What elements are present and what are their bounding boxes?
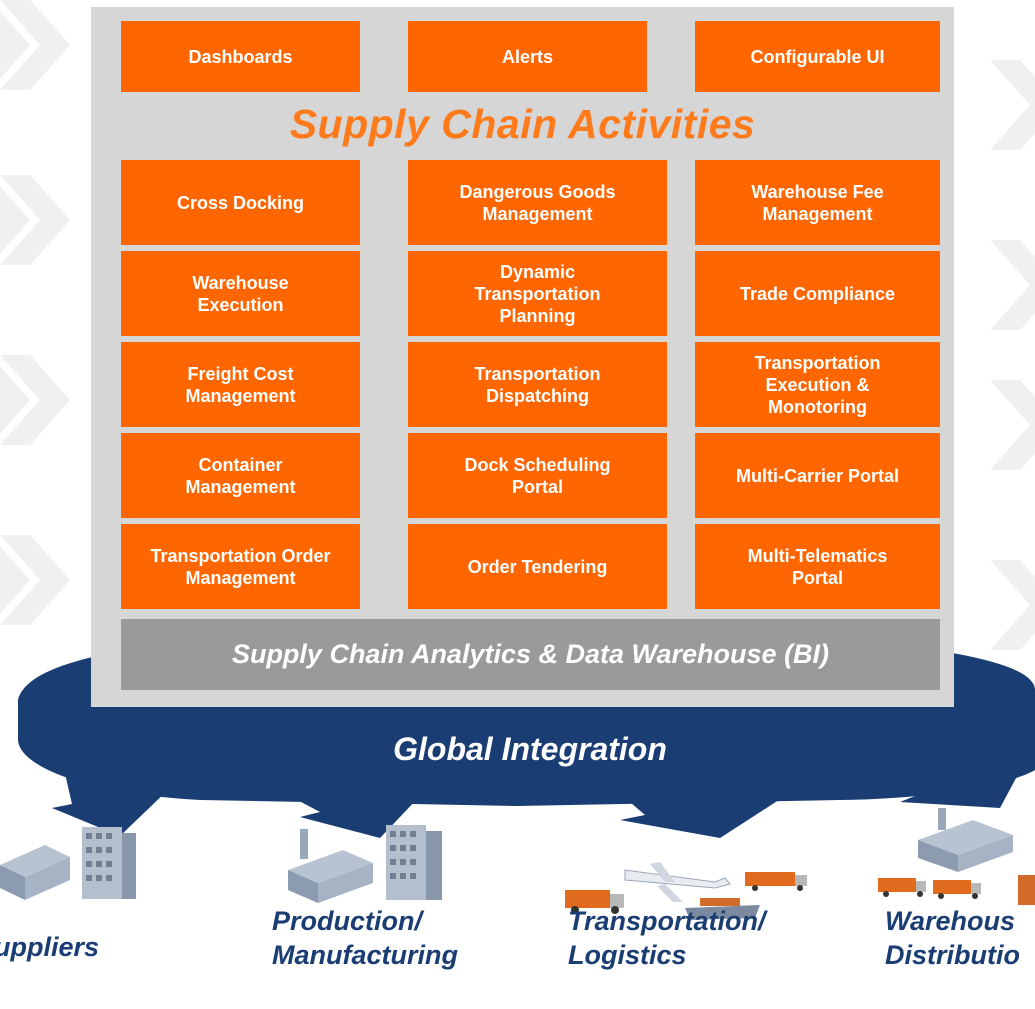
activity-box[interactable]: Dock Scheduling Portal <box>408 433 667 518</box>
activity-box[interactable]: Transportation Order Management <box>121 524 360 609</box>
activity-box[interactable]: Cross Docking <box>121 160 360 245</box>
chevron-right-icon <box>990 380 1035 470</box>
configurable-ui-box[interactable]: Configurable UI <box>695 21 940 92</box>
activity-box[interactable]: Transportation Dispatching <box>408 342 667 427</box>
factory-icon <box>288 825 442 903</box>
global-integration-label: Global Integration <box>393 731 667 767</box>
destination-transportation-logistics: Transportation/ Logistics <box>568 906 766 970</box>
ship-icon <box>685 898 760 920</box>
truck-icon <box>933 880 981 899</box>
chevron-right-icon <box>0 0 70 90</box>
truck-icon <box>878 878 926 897</box>
activity-box[interactable]: Trade Compliance <box>695 251 940 336</box>
building-icon <box>0 827 136 900</box>
truck-icon <box>565 890 624 914</box>
destination-suppliers: uppliers <box>0 932 100 962</box>
dashboards-box[interactable]: Dashboards <box>121 21 360 92</box>
activity-box[interactable]: Warehouse Execution <box>121 251 360 336</box>
chevron-right-icon <box>0 535 70 625</box>
activity-box[interactable]: Transportation Execution & Monotoring <box>695 342 940 427</box>
activity-box[interactable]: Freight Cost Management <box>121 342 360 427</box>
chevron-right-icon <box>0 175 70 265</box>
chevron-right-icon <box>990 560 1035 650</box>
truck-icon <box>745 872 807 891</box>
warehouse-illustration <box>878 808 1035 905</box>
activity-box[interactable]: Multi-Carrier Portal <box>695 433 940 518</box>
activity-box[interactable]: Container Management <box>121 433 360 518</box>
airplane-icon <box>624 862 731 902</box>
chevron-right-icon <box>990 240 1035 330</box>
analytics-bar[interactable]: Supply Chain Analytics & Data Warehouse … <box>121 619 940 690</box>
chevron-right-icon <box>990 60 1035 150</box>
destination-production-manufacturing: Production/ Manufacturing <box>272 906 458 970</box>
transport-illustration <box>565 862 807 920</box>
activity-box[interactable]: Warehouse Fee Management <box>695 160 940 245</box>
alerts-box[interactable]: Alerts <box>408 21 647 92</box>
activity-box[interactable]: Order Tendering <box>408 524 667 609</box>
supply-chain-activities-title: Supply Chain Activities <box>289 101 756 147</box>
chevron-right-icon <box>0 355 70 445</box>
activity-box[interactable]: Dangerous Goods Management <box>408 160 667 245</box>
activity-box[interactable]: Multi-Telematics Portal <box>695 524 940 609</box>
destination-warehouse-distribution: Warehous Distributio <box>885 906 1020 970</box>
activity-box[interactable]: Dynamic Transportation Planning <box>408 251 667 336</box>
building-icon <box>918 808 1013 872</box>
